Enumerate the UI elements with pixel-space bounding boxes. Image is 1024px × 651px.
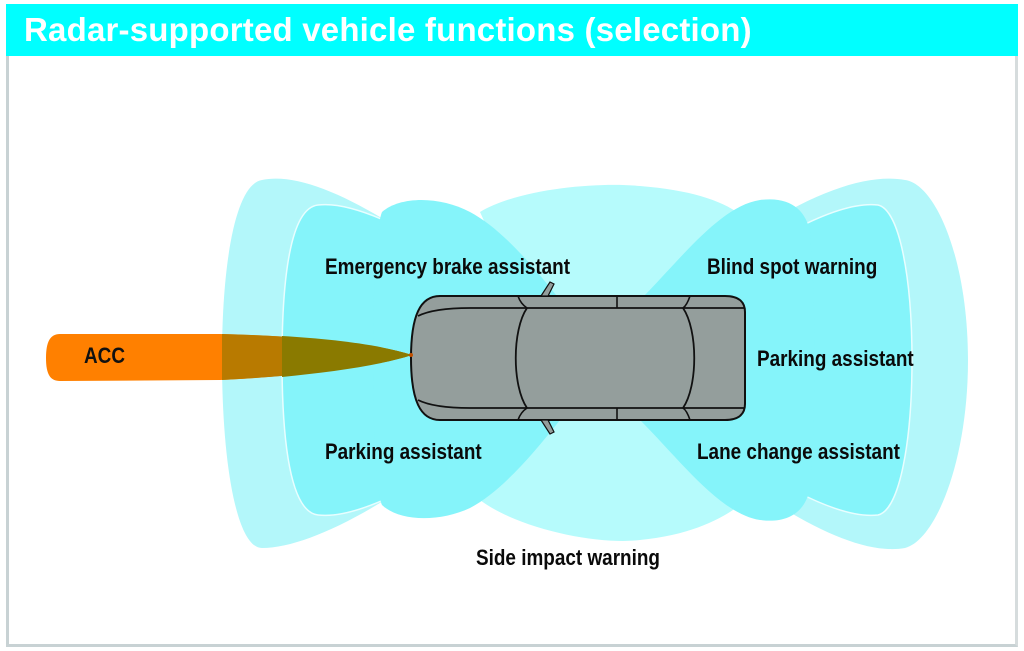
car-top-view-icon [409, 281, 746, 435]
car-pillar-top-rear [682, 295, 691, 309]
label-blind-spot-warning: Blind spot warning [707, 254, 878, 279]
car-mirror-bottom [539, 419, 555, 435]
diagram-title: Radar-supported vehicle functions (selec… [6, 4, 1018, 56]
car-hood-line-bottom [417, 399, 744, 409]
label-side-impact-warning: Side impact warning [476, 545, 660, 570]
car-rear-window [682, 307, 696, 409]
car-pillar-bottom-rear [682, 407, 691, 421]
car-windshield [514, 307, 528, 409]
car-pillar-top-front [517, 295, 528, 309]
car-body [409, 295, 746, 421]
acc-beam-overlap-inner [282, 336, 412, 377]
radar-sensor-front [409, 353, 413, 357]
label-parking-assistant-rear: Parking assistant [325, 439, 482, 464]
car-pillar-bottom-front [517, 407, 528, 421]
car-mirror-top [539, 281, 555, 297]
label-parking-assistant-front: Parking assistant [757, 346, 914, 371]
car-hood-line-top [417, 307, 744, 317]
label-lane-change-assistant: Lane change assistant [697, 439, 900, 464]
label-emergency-brake-assistant: Emergency brake assistant [325, 254, 571, 279]
label-acc: ACC [84, 343, 125, 368]
